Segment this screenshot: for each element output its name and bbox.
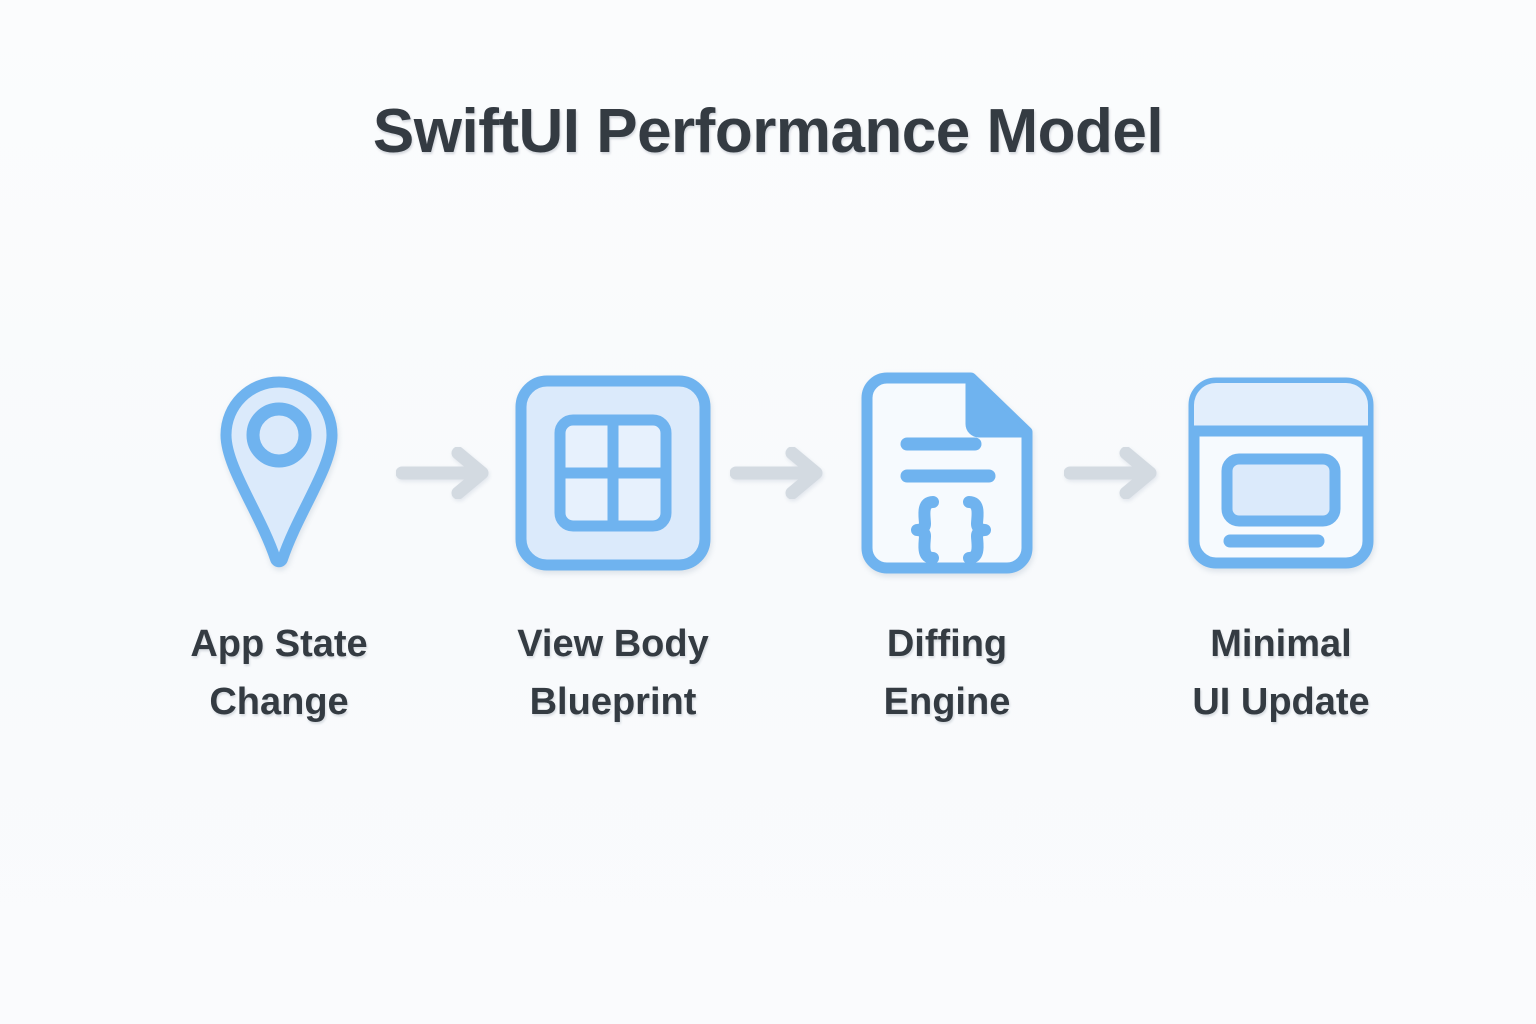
flow-step-app-state-change[interactable]: App State Change — [168, 368, 390, 732]
flow-step-label: App State Change — [190, 623, 368, 723]
flow-step-label: Minimal UI Update — [1192, 623, 1370, 723]
arrow-right-icon — [390, 368, 502, 578]
map-pin-icon — [174, 368, 384, 578]
arrow-right-icon — [1058, 368, 1170, 578]
flow-step-label: View Body Blueprint — [517, 623, 709, 723]
page-title: SwiftUI Performance Model — [372, 97, 1164, 166]
pipeline-flow: App State Change View Body Blueprint — [168, 368, 1392, 748]
code-document-icon — [842, 368, 1052, 578]
arrow-right-icon — [724, 368, 836, 578]
flow-step-minimal-ui-update[interactable]: Minimal UI Update — [1170, 368, 1392, 732]
flow-step-diffing-engine[interactable]: Diffing Engine — [836, 368, 1058, 732]
flow-step-label: Diffing Engine — [883, 623, 1011, 723]
browser-window-icon — [1176, 368, 1386, 578]
grid-layout-icon — [508, 368, 718, 578]
flow-step-view-body-blueprint[interactable]: View Body Blueprint — [502, 368, 724, 732]
